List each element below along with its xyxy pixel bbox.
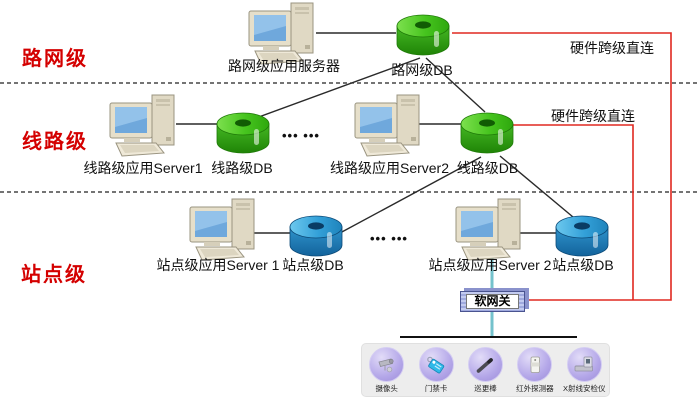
access-card-icon — [418, 347, 454, 382]
node-label-road-db: 路网级DB — [391, 62, 453, 78]
node-label-line-db-1: 线路级DB — [211, 160, 273, 176]
level-label-station-level: 站点级 — [21, 264, 87, 286]
node-label-line-app-server-2: 线路级应用Server2 — [329, 160, 450, 176]
level-label-road-network: 路网级 — [22, 48, 88, 70]
node-label-station-app-server-2: 站点级应用Server 2 — [428, 257, 552, 273]
device-patrol-baton: 巡更棒 — [461, 347, 509, 394]
node-label-line-app-server-1: 线路级应用Server1 — [83, 160, 203, 176]
annotation-hw-direct-link-top: 硬件跨级直连 — [570, 40, 654, 56]
device-xray-scanner: X射线安检仪 — [560, 347, 608, 394]
node-label-line-db-2: 线路级DB — [456, 160, 519, 176]
node-label-station-app-server-1: 站点级应用Server 1 — [156, 257, 280, 273]
device-label: 红外探测器 — [516, 384, 554, 393]
level-label-line-level: 线路级 — [22, 131, 88, 153]
computer-icon — [351, 93, 425, 159]
node-label-station-db-2: 站点级DB — [552, 257, 614, 273]
annotation-hw-direct-link-mid: 硬件跨级直连 — [551, 108, 635, 124]
device-label: 门禁卡 — [424, 384, 448, 393]
node-label-station-db-1: 站点级DB — [282, 257, 344, 273]
infrared-detector-icon — [517, 347, 553, 382]
ellipsis-line-level: ••• ••• — [282, 128, 320, 143]
device-label: 巡更棒 — [474, 384, 497, 393]
camera-icon — [369, 347, 405, 382]
node-label-road-app-server: 路网级应用服务器 — [228, 58, 340, 74]
database-icon — [553, 213, 611, 260]
database-icon — [287, 213, 345, 260]
computer-icon — [452, 197, 526, 263]
xray-scanner-icon — [566, 347, 602, 382]
database-icon — [214, 110, 272, 157]
ellipsis-station-level: ••• ••• — [370, 231, 408, 246]
device-camera: 摄像头 — [363, 347, 411, 394]
computer-icon — [106, 93, 180, 159]
device-label: 摄像头 — [375, 384, 398, 393]
device-label: X射线安检仪 — [562, 384, 606, 393]
computer-icon — [186, 197, 260, 263]
gateway-label: 软网关 — [466, 294, 519, 309]
database-icon — [394, 12, 452, 59]
gateway-box: 软网关 — [460, 291, 525, 312]
device-panel: 摄像头 门禁卡 — [361, 343, 610, 397]
patrol-baton-icon — [467, 347, 503, 382]
database-icon — [458, 110, 516, 157]
device-infrared-detector: 红外探测器 — [511, 347, 559, 394]
device-access-card: 门禁卡 — [412, 347, 460, 394]
